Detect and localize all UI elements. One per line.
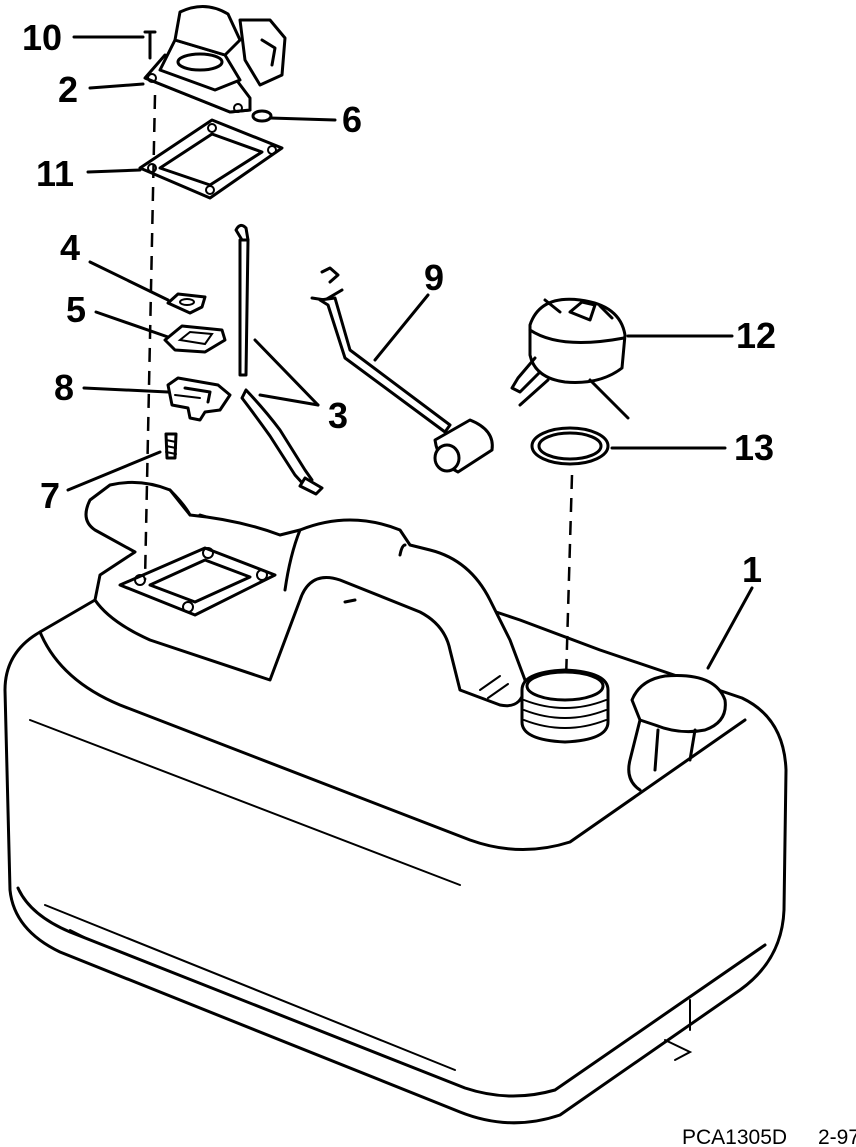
screw-7 (164, 432, 178, 460)
hoses-3 (234, 223, 324, 496)
alignment-line-right (564, 474, 574, 681)
gasket-5 (163, 324, 227, 354)
fuel-pickup-9 (310, 266, 494, 474)
callout-4: 4 (60, 227, 80, 268)
gasket-13 (530, 426, 610, 466)
filler-cap-12 (510, 297, 630, 420)
gasket-11 (138, 118, 284, 200)
callout-2: 2 (58, 69, 78, 110)
callout-12: 12 (736, 315, 776, 356)
callout-7: 7 (40, 475, 60, 516)
callout-labels: 10 2 6 11 4 5 8 7 3 9 12 13 1 (22, 17, 776, 590)
screw-10 (143, 30, 157, 60)
callout-1: 1 (742, 549, 762, 590)
leader-lines (66, 35, 754, 670)
callout-10: 10 (22, 17, 62, 58)
alignment-line-left (143, 94, 157, 581)
fuel-tank (3, 480, 788, 1125)
fuel-valve-body (143, 5, 287, 114)
diagram-date: 2-97 (818, 1126, 856, 1147)
callout-5: 5 (66, 289, 86, 330)
diagram-code: PCA1305D (682, 1126, 787, 1147)
callout-3: 3 (328, 395, 348, 436)
callout-11: 11 (36, 153, 74, 194)
clip-8 (166, 376, 232, 422)
callout-6: 6 (342, 99, 362, 140)
o-ring-6 (251, 109, 273, 123)
seal-4 (166, 292, 207, 315)
callout-9: 9 (424, 257, 444, 298)
callout-8: 8 (54, 367, 74, 408)
callout-13: 13 (734, 427, 774, 468)
